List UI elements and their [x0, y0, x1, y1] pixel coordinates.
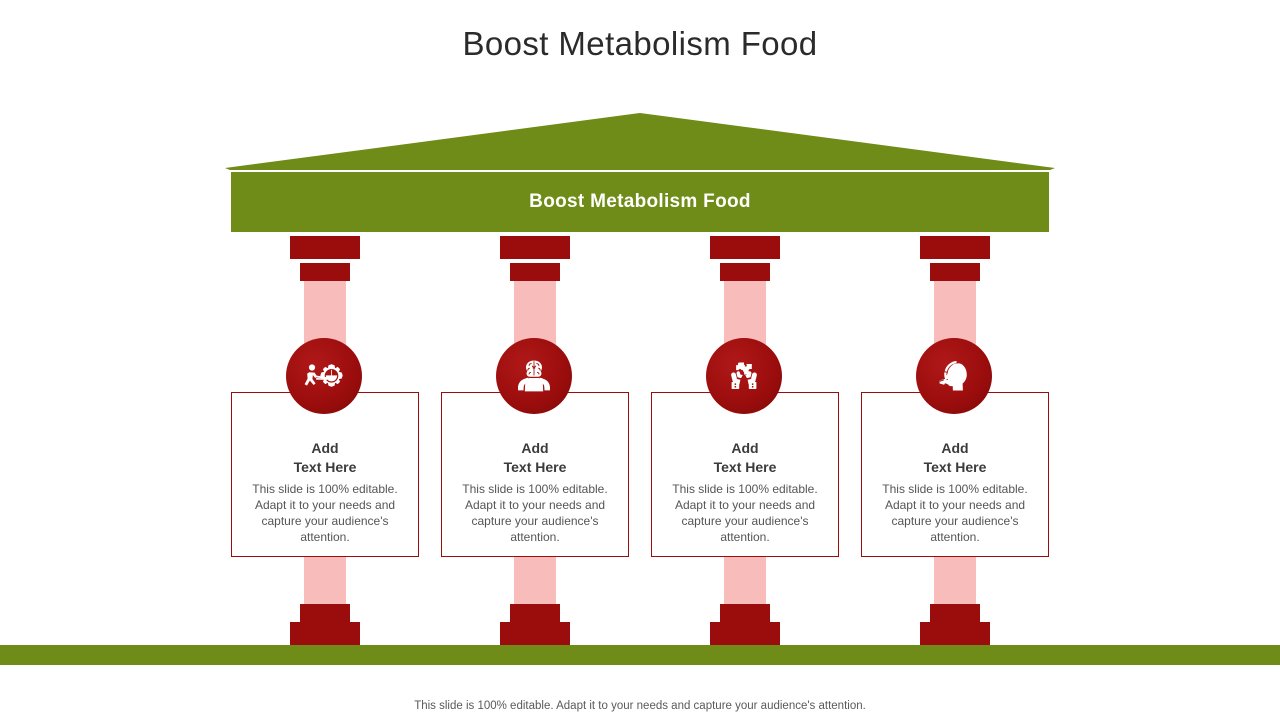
- text-card-3[interactable]: Add Text Here This slide is 100% editabl…: [651, 392, 839, 557]
- card-heading-line2: Text Here: [713, 459, 777, 475]
- card-heading-line1: Add: [521, 440, 549, 456]
- banner-title: Boost Metabolism Food: [529, 191, 751, 212]
- text-card-4[interactable]: Add Text Here This slide is 100% editabl…: [861, 392, 1049, 557]
- card-heading-line2: Text Here: [503, 459, 567, 475]
- icon-badge-1[interactable]: [286, 338, 362, 414]
- pillar-base-wide: [920, 622, 990, 645]
- pillar-shaft-lower: [514, 556, 556, 604]
- head-heart-handshake-icon: [929, 351, 979, 401]
- pillar-shaft-lower: [724, 556, 766, 604]
- icon-badge-2[interactable]: [496, 338, 572, 414]
- pillar-top-capital-narrow: [930, 263, 980, 281]
- pillar-base-wide: [710, 622, 780, 645]
- pillar-base-narrow: [510, 604, 560, 622]
- pillar-top-capital-wide: [290, 236, 360, 259]
- pillar-base-wide: [500, 622, 570, 645]
- icon-badge-4[interactable]: [916, 338, 992, 414]
- pillar-2: [430, 236, 640, 646]
- card-body-1: This slide is 100% editable. Adapt it to…: [252, 482, 398, 544]
- text-card-1[interactable]: Add Text Here This slide is 100% editabl…: [231, 392, 419, 557]
- pillar-top-capital-wide: [710, 236, 780, 259]
- pillar-shaft-lower: [304, 556, 346, 604]
- icon-badge-3[interactable]: [706, 338, 782, 414]
- card-heading-line2: Text Here: [923, 459, 987, 475]
- card-heading-line2: Text Here: [293, 459, 357, 475]
- pillar-4: [850, 236, 1060, 646]
- pillar-top-capital-wide: [920, 236, 990, 259]
- card-body-4: This slide is 100% editable. Adapt it to…: [882, 482, 1028, 544]
- card-heading-line1: Add: [311, 440, 339, 456]
- card-heading-2: Add Text Here: [442, 439, 628, 477]
- card-heading-line1: Add: [941, 440, 969, 456]
- pillar-base-wide: [290, 622, 360, 645]
- bottom-green-bar: [0, 645, 1280, 665]
- pillar-top-capital-wide: [500, 236, 570, 259]
- card-heading-4: Add Text Here: [862, 439, 1048, 477]
- card-heading-1: Add Text Here: [232, 439, 418, 477]
- card-heading-line1: Add: [731, 440, 759, 456]
- hands-puzzle-icon: [720, 352, 768, 400]
- banner-bar: Boost Metabolism Food: [231, 172, 1049, 232]
- page-title: Boost Metabolism Food: [462, 25, 818, 62]
- person-pulling-gear-icon: [300, 352, 348, 400]
- text-card-2[interactable]: Add Text Here This slide is 100% editabl…: [441, 392, 629, 557]
- pillar-base-narrow: [300, 604, 350, 622]
- card-body-3: This slide is 100% editable. Adapt it to…: [672, 482, 818, 544]
- pillar-base-narrow: [930, 604, 980, 622]
- pillar-base-narrow: [720, 604, 770, 622]
- card-body-2: This slide is 100% editable. Adapt it to…: [462, 482, 608, 544]
- card-heading-3: Add Text Here: [652, 439, 838, 477]
- pillar-top-capital-narrow: [510, 263, 560, 281]
- brain-muscle-icon: [510, 352, 558, 400]
- pillar-top-capital-narrow: [300, 263, 350, 281]
- pillar-shaft-lower: [934, 556, 976, 604]
- footer-note: This slide is 100% editable. Adapt it to…: [414, 700, 866, 712]
- temple-pediment-roof: [225, 113, 1055, 170]
- pillar-top-capital-narrow: [720, 263, 770, 281]
